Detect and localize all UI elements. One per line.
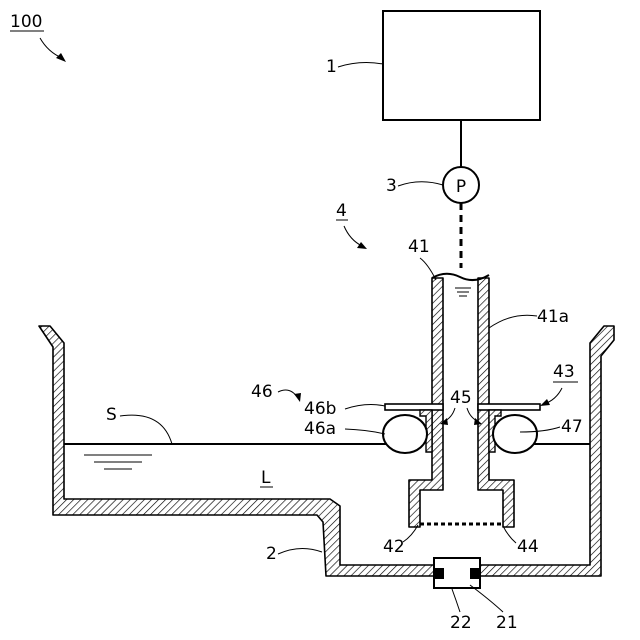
gap-label: 45 <box>450 388 472 408</box>
pipe-outer-label: 41a <box>537 307 569 327</box>
drain-fitting-label: 21 <box>496 613 518 633</box>
assembly-arrowhead <box>357 242 367 249</box>
drain-leader <box>452 589 460 612</box>
float-unit-label: 43 <box>553 362 575 382</box>
float-group-arrowhead <box>294 393 301 402</box>
float-ball-label: 47 <box>561 417 583 437</box>
mouth-label: 44 <box>517 537 539 557</box>
surface-label: S <box>106 405 117 425</box>
float-plate-left <box>385 404 443 410</box>
assembly-arrow <box>344 226 362 246</box>
mouth-leader <box>503 526 516 543</box>
tank-leader <box>278 548 322 554</box>
float-unit-arrowhead <box>540 399 550 406</box>
drain-fitting-leader <box>470 585 503 612</box>
system-arrowhead <box>56 53 66 62</box>
pipe-outer-leader <box>489 315 537 328</box>
pump-leader <box>398 182 443 186</box>
unit-box <box>383 11 540 120</box>
unit-box-leader <box>338 63 383 67</box>
float-side-leader <box>345 429 385 434</box>
pump-symbol-text: P <box>456 177 466 197</box>
unit-box-label: 1 <box>326 57 337 77</box>
drain-clamp-left <box>434 568 444 579</box>
pipe-wall-left <box>409 278 443 527</box>
tank-label: 2 <box>266 544 277 564</box>
drain-label: 22 <box>450 613 472 633</box>
float-top-leader <box>345 405 385 409</box>
float-plate-right <box>478 404 540 410</box>
system-arrow <box>40 38 62 58</box>
assembly-label: 4 <box>336 201 347 221</box>
surface-leader <box>120 415 172 444</box>
float-group-label: 46 <box>251 382 273 402</box>
mesh-label: 42 <box>383 537 405 557</box>
pump-label: 3 <box>386 176 397 196</box>
drain-clamp-right <box>470 568 480 579</box>
float-side-label: 46a <box>304 419 336 439</box>
float-ball-right <box>493 415 537 453</box>
float-ball-left <box>383 415 427 453</box>
pipe-wall-right <box>478 278 514 527</box>
liquid-label: L <box>261 468 271 488</box>
pipe-label: 41 <box>408 237 430 257</box>
system-label: 100 <box>10 12 42 32</box>
float-top-label: 46b <box>304 399 336 419</box>
